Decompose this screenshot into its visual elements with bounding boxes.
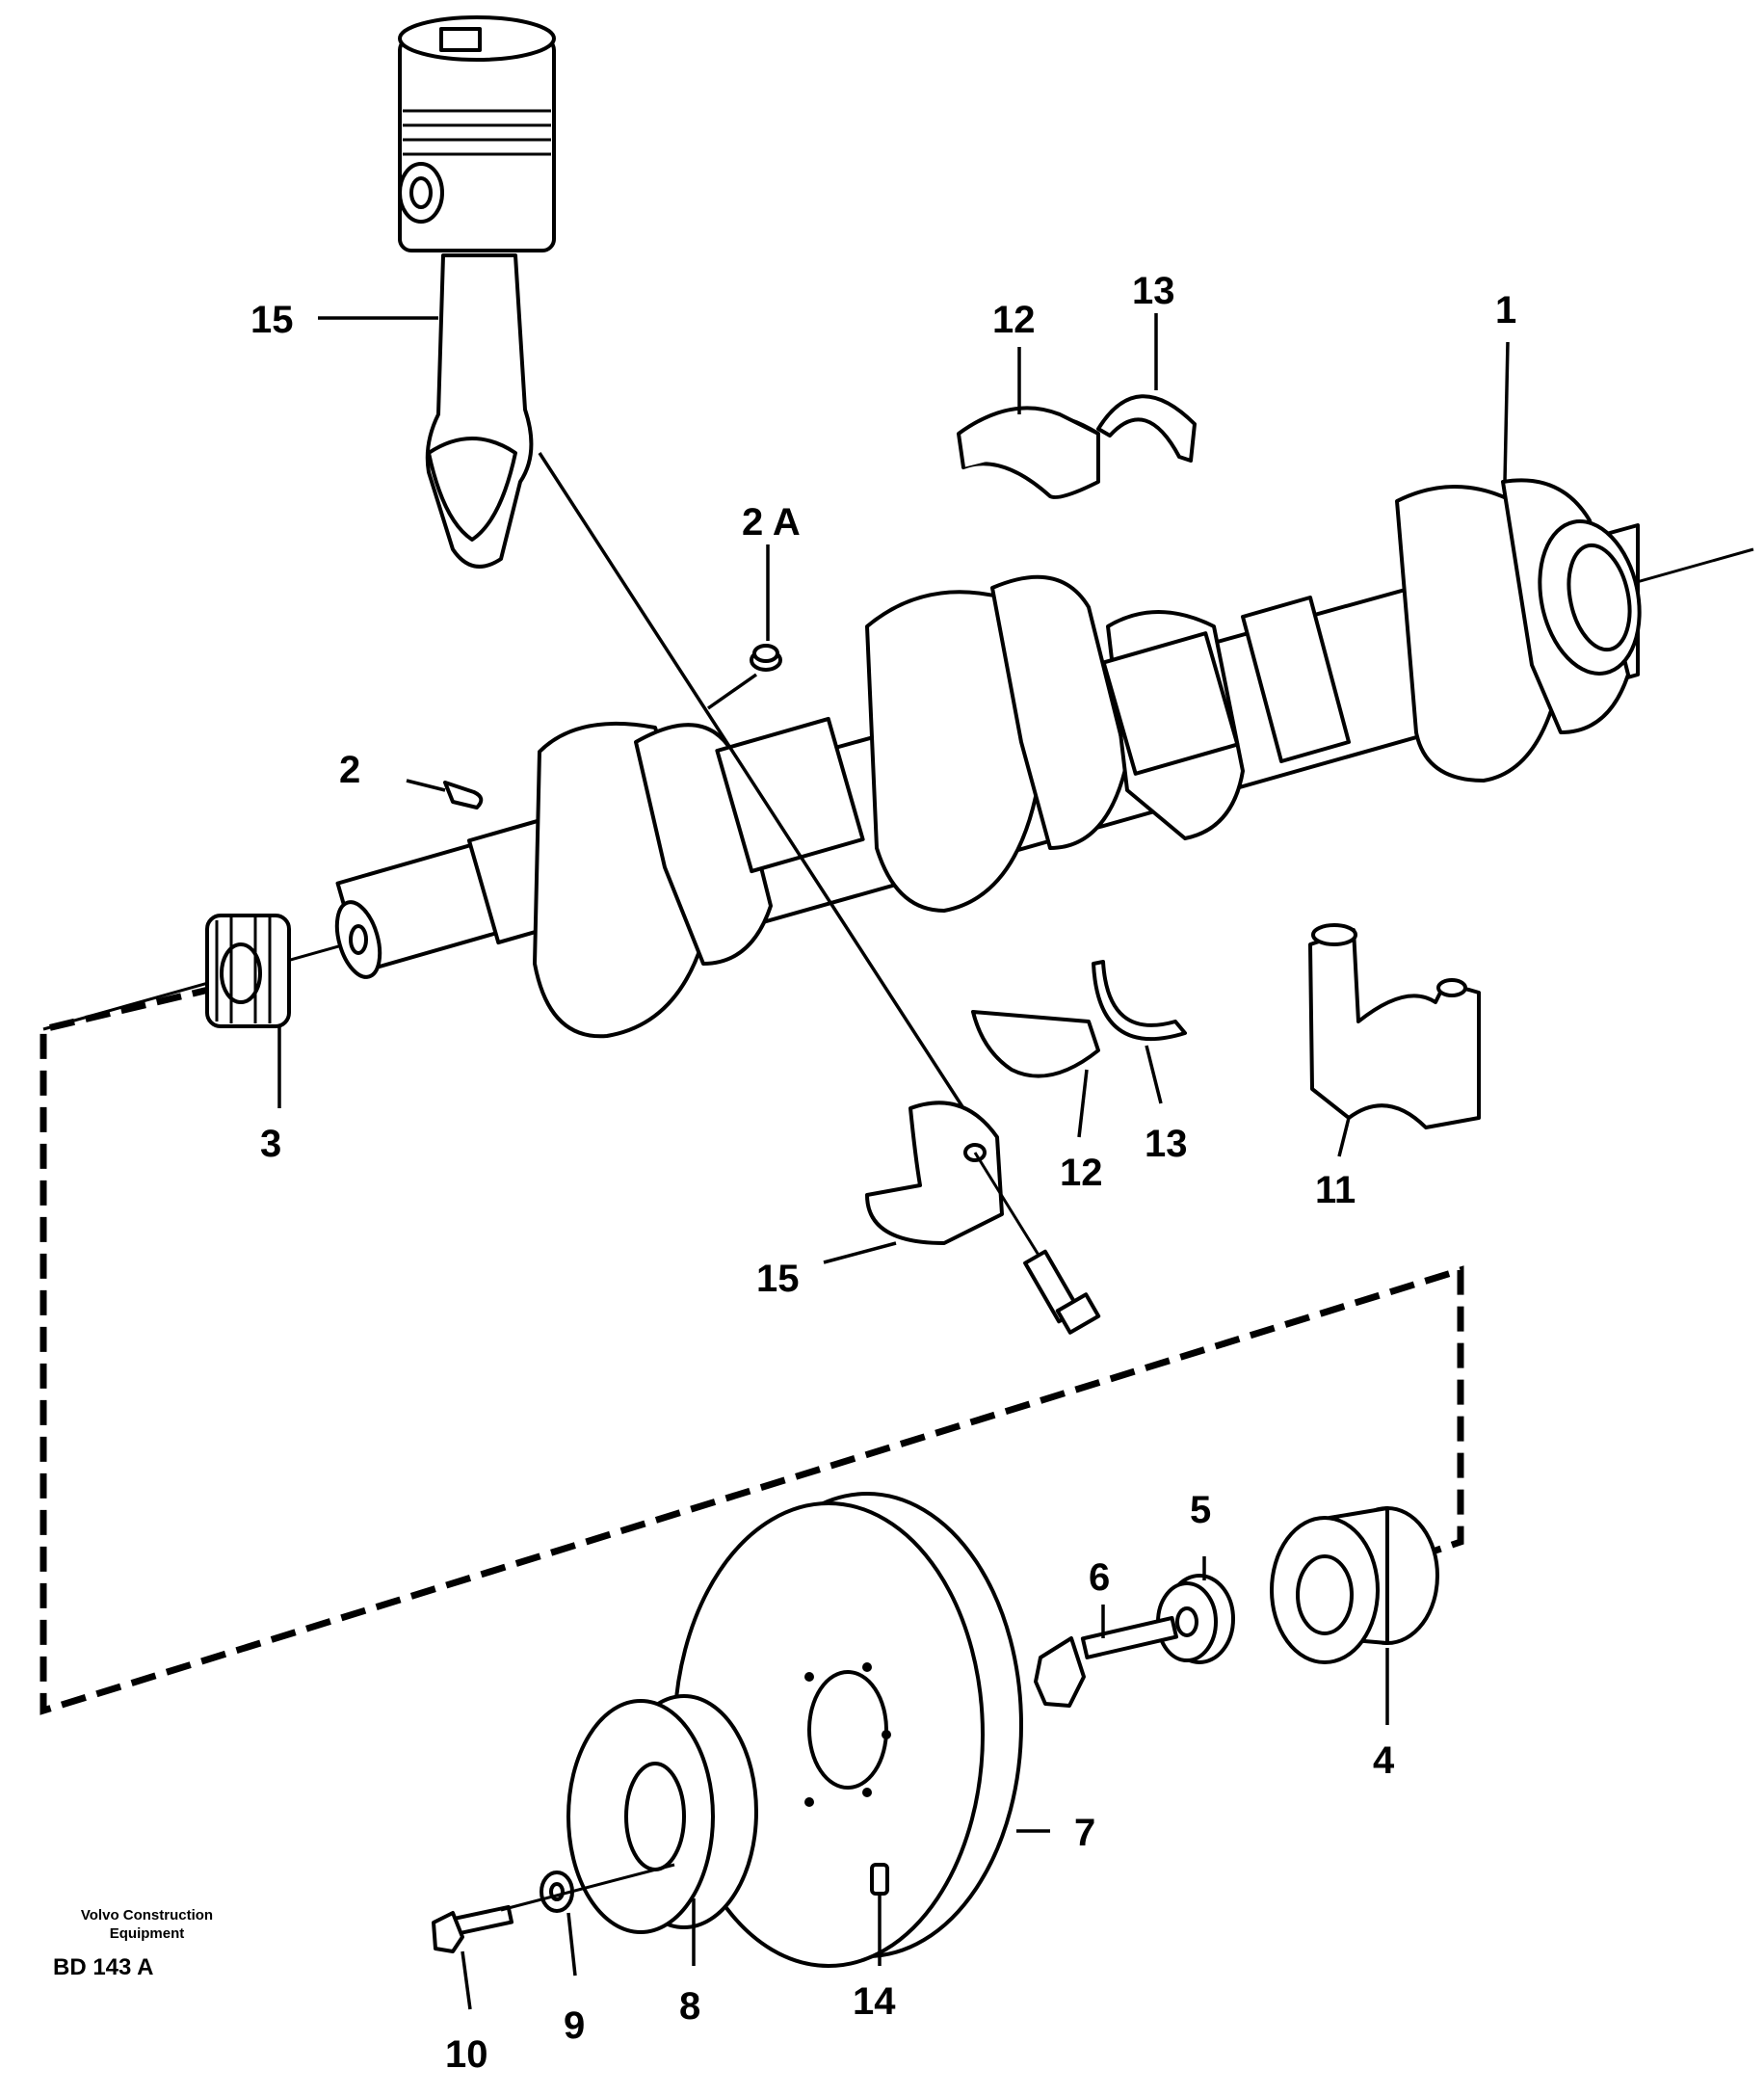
callout-4: 4 bbox=[1373, 1739, 1395, 1782]
callout-1: 1 bbox=[1495, 289, 1516, 332]
callout-10: 10 bbox=[445, 2033, 488, 2076]
bolt-part-10 bbox=[432, 1863, 675, 1953]
callout-labels: 1 2 2 A 3 4 5 6 7 8 9 10 11 12 12 13 13 … bbox=[250, 270, 1516, 2076]
callout-13-top: 13 bbox=[1132, 270, 1175, 312]
thrust-washer-bottom bbox=[1092, 960, 1187, 1042]
piston-and-connecting-rod bbox=[398, 15, 556, 569]
rod-bolt bbox=[973, 1152, 1101, 1335]
callout-2: 2 bbox=[339, 749, 360, 791]
callout-6: 6 bbox=[1089, 1556, 1110, 1599]
callout-15-top: 15 bbox=[250, 299, 294, 341]
callout-12-top: 12 bbox=[992, 299, 1036, 341]
callout-15-bottom: 15 bbox=[756, 1258, 800, 1300]
pin-part-14 bbox=[870, 1863, 889, 1896]
nipple-part-2a bbox=[750, 644, 782, 672]
key-part-2 bbox=[443, 781, 484, 809]
callout-5: 5 bbox=[1190, 1489, 1211, 1531]
callout-8: 8 bbox=[679, 1985, 700, 2028]
drawing-code: BD 143 A bbox=[53, 1954, 154, 1980]
hub-part-4 bbox=[1270, 1506, 1439, 1664]
leader-lines bbox=[277, 313, 1510, 2010]
washer-part-5 bbox=[1156, 1574, 1235, 1664]
timing-gear-part-3 bbox=[205, 914, 291, 1028]
callout-14: 14 bbox=[853, 1980, 896, 2023]
main-bearing-shell-bottom bbox=[971, 1010, 1100, 1078]
callout-3: 3 bbox=[260, 1123, 281, 1165]
callout-2a: 2 A bbox=[742, 501, 801, 544]
company-line-2: Equipment bbox=[109, 1925, 185, 1942]
crankshaft bbox=[334, 478, 1642, 1039]
rod-alignment-line bbox=[538, 452, 965, 1109]
thrust-washer-top bbox=[1096, 394, 1197, 463]
callout-13-bottom: 13 bbox=[1145, 1123, 1188, 1165]
connecting-rod-cap-part-15 bbox=[865, 1101, 1004, 1245]
callout-7: 7 bbox=[1074, 1812, 1095, 1854]
callout-11: 11 bbox=[1315, 1169, 1356, 1211]
damper-part-8 bbox=[566, 1694, 758, 1934]
main-bearing-cap-part-11 bbox=[1308, 923, 1481, 1129]
company-line-1: Volvo Construction bbox=[80, 1907, 214, 1924]
nipple-lead-line bbox=[706, 673, 758, 710]
callout-9: 9 bbox=[564, 2004, 585, 2047]
bolt-part-6 bbox=[1034, 1616, 1178, 1708]
callout-12-bottom: 12 bbox=[1060, 1152, 1103, 1194]
company-name: Volvo Construction Equipment bbox=[43, 1906, 250, 1943]
main-bearing-shell-top bbox=[957, 406, 1100, 499]
